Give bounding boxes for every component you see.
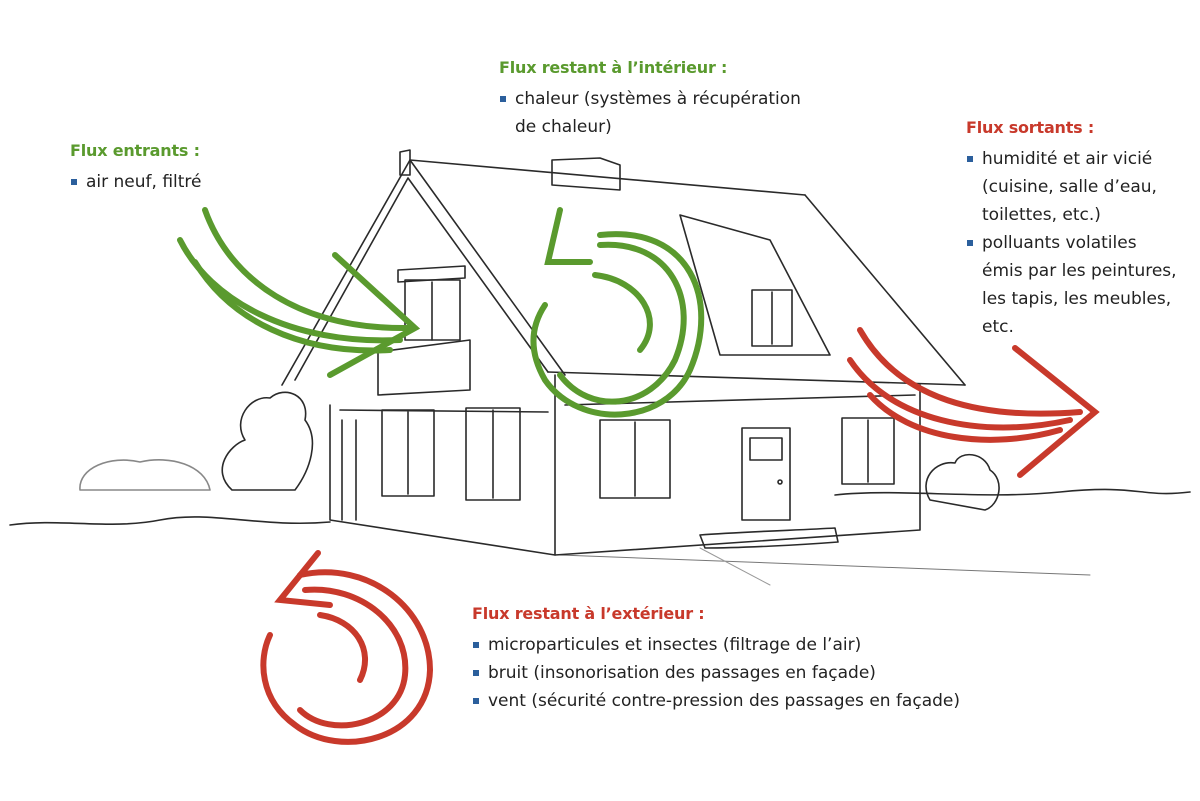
list-item: microparticules et insectes (filtrage de…	[472, 631, 960, 659]
inside-circular-arrow	[530, 207, 705, 418]
shrub-left	[221, 391, 314, 491]
outside-flux-heading: Flux restant à l’extérieur :	[472, 604, 705, 623]
bullet-icon	[473, 698, 479, 704]
shrub-right	[925, 453, 1000, 511]
chimney	[551, 157, 621, 191]
balcony	[377, 339, 471, 396]
outside-flux-list: microparticules et insectes (filtrage de…	[472, 631, 960, 715]
list-item: humidité et air vicié(cuisine, salle d’e…	[966, 145, 1177, 229]
outgoing-arrow	[847, 327, 1100, 478]
incoming-flux-list: air neuf, filtré	[70, 168, 202, 196]
outgoing-flux-heading: Flux sortants :	[966, 118, 1095, 137]
incoming-flux-heading: Flux entrants :	[70, 141, 200, 160]
dormer-window	[751, 289, 793, 347]
ground-line	[9, 516, 331, 526]
roof-right-edge	[804, 194, 966, 386]
outside-circular-arrow	[260, 550, 434, 745]
left-wall	[329, 374, 556, 556]
roof-left-edge	[281, 159, 566, 386]
inside-flux-heading: Flux restant à l’intérieur :	[499, 58, 728, 77]
front-window-2	[841, 417, 895, 485]
shrub-left-low	[79, 459, 211, 491]
window-left-1	[381, 409, 435, 497]
door-steps	[699, 527, 839, 549]
inside-flux-block: Flux restant à l’intérieur : chaleur (sy…	[499, 58, 801, 141]
front-wall	[554, 384, 921, 556]
chimney-left	[399, 149, 411, 176]
outgoing-flux-list: humidité et air vicié(cuisine, salle d’e…	[966, 145, 1177, 341]
bullet-icon	[500, 96, 506, 102]
window-left-2	[465, 407, 521, 501]
outgoing-flux-block: Flux sortants : humidité et air vicié(cu…	[966, 118, 1177, 341]
bullet-icon	[967, 240, 973, 246]
dormer	[679, 214, 831, 356]
list-item: vent (sécurité contre-pression des passa…	[472, 687, 960, 715]
bullet-icon	[71, 179, 77, 185]
roof-ridge	[409, 159, 806, 196]
bullet-icon	[473, 670, 479, 676]
outside-flux-block: Flux restant à l’extérieur : micropartic…	[472, 604, 960, 715]
incoming-arrow	[177, 207, 421, 378]
front-window-1	[599, 419, 671, 499]
bullet-icon	[473, 642, 479, 648]
ground-line-right	[834, 488, 1191, 496]
bullet-icon	[967, 156, 973, 162]
list-item: bruit (insonorisation des passages en fa…	[472, 659, 960, 687]
incoming-flux-block: Flux entrants : air neuf, filtré	[70, 141, 202, 196]
front-door	[741, 427, 791, 521]
list-item: air neuf, filtré	[70, 168, 202, 196]
